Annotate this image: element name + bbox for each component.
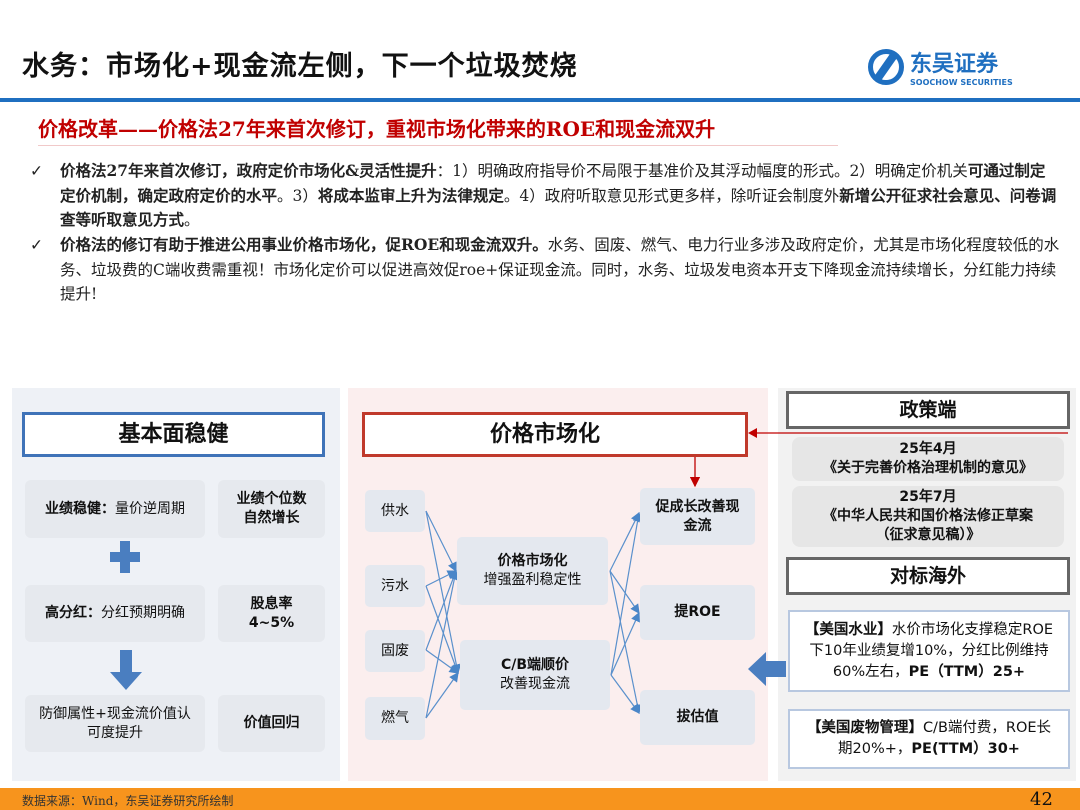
label-bold: 【美国水业】 bbox=[804, 621, 892, 638]
logo-en: SOOCHOW SECURITIES bbox=[910, 78, 1013, 87]
plus-icon bbox=[110, 541, 140, 573]
source-solid-waste: 固废 bbox=[365, 630, 425, 672]
label-bold: C/B端顺价 bbox=[500, 657, 570, 673]
policy-doc: 《中华人民共和国价格法修正草案（征求意见稿）》 bbox=[823, 508, 1033, 543]
left-row-1a: 业绩稳健：量价逆周期 bbox=[25, 480, 205, 538]
logo-cn: 东吴证券 bbox=[910, 52, 999, 77]
left-row-1b: 业绩个位数自然增长 bbox=[218, 480, 325, 538]
down-arrow-icon bbox=[110, 650, 142, 690]
policy-date: 25年7月 bbox=[899, 489, 957, 505]
bullet-text: 。4）政府听取意见形式更多样，除听证会制度外 bbox=[503, 186, 840, 205]
bullet-text: ：1）明确政府指导价不局限于基准价及其浮动幅度的形式。2）明确定价机关 bbox=[436, 162, 968, 180]
label: 水价市场化支撑稳定ROE下10年业绩复增10%，分红比例维持60%左右， bbox=[809, 621, 1054, 680]
bullet-2: ✓ 价格法的修订有助于推进公用事业价格市场化，促ROE和现金流双升。水务、固废、… bbox=[30, 233, 1060, 307]
label: 分红预期明确 bbox=[101, 605, 185, 621]
footer-bar bbox=[0, 788, 1080, 810]
bullet-bold: 可通过制定定价机制，确定政府定价的水平 bbox=[60, 161, 1046, 205]
bullet-bold: 新增公开征求社会意见、问卷调查等听取意见方式 bbox=[60, 185, 1057, 230]
label-bold: 业绩稳健： bbox=[45, 500, 115, 517]
left-row-3a: 防御属性+现金流价值认可度提升 bbox=[25, 695, 205, 752]
label: C/B端付费，ROE长期20%+， bbox=[838, 720, 1052, 757]
label-bold: 价格市场化 bbox=[497, 553, 568, 569]
out-growth: 促成长改善现金流 bbox=[640, 488, 755, 545]
mid-market-pricing: 价格市场化增强盈利稳定性 bbox=[457, 537, 608, 605]
benchmark-title: 对标海外 bbox=[786, 557, 1070, 595]
logo-mark-icon bbox=[868, 48, 904, 85]
left-row-2b: 股息率4~5% bbox=[218, 585, 325, 642]
page-title: 水务：市场化+现金流左侧，下一个垃圾焚烧 bbox=[22, 51, 578, 82]
bullet-text: 水务、固废、燃气、电力行业多涉及政府定价，尤其是市场化程度较低的水务、垃圾费的C… bbox=[60, 236, 1060, 303]
bullet-text: 。3） bbox=[277, 186, 318, 205]
fundamentals-title: 基本面稳健 bbox=[22, 412, 325, 457]
check-icon: ✓ bbox=[30, 236, 43, 254]
left-row-3b: 价值回归 bbox=[218, 695, 325, 752]
red-left-arrow bbox=[748, 428, 1068, 438]
check-icon: ✓ bbox=[30, 162, 43, 180]
policy-item-2: 25年7月《中华人民共和国价格法修正草案（征求意见稿）》 bbox=[792, 486, 1064, 547]
benchmark-us-waste: 【美国废物管理】C/B端付费，ROE长期20%+，PE(TTM）30+ bbox=[788, 709, 1070, 769]
source-water-supply: 供水 bbox=[365, 490, 425, 532]
label: 增强盈利稳定性 bbox=[483, 572, 582, 588]
policy-doc: 《关于完善价格治理机制的意见》 bbox=[823, 460, 1033, 476]
big-left-arrow-icon bbox=[748, 652, 786, 686]
page-number: 42 bbox=[1030, 789, 1053, 810]
data-source: 数据来源：Wind，东吴证券研究所绘制 bbox=[22, 794, 234, 808]
subtitle: 价格改革——价格法27年来首次修订，重视市场化带来的ROE和现金流双升 bbox=[38, 113, 838, 146]
out-roe: 提ROE bbox=[640, 585, 755, 640]
out-valuation: 拔估值 bbox=[640, 690, 755, 745]
label: 量价逆周期 bbox=[115, 500, 185, 517]
bullet-1: ✓ 价格法27年来首次修订，政府定价市场化&灵活性提升：1）明确政府指导价不局限… bbox=[30, 159, 1060, 233]
title-divider bbox=[0, 98, 1080, 102]
policy-date: 25年4月 bbox=[899, 441, 957, 457]
bullet-bold: 价格法的修订有助于推进公用事业价格市场化，促ROE和现金流双升。 bbox=[60, 235, 548, 254]
policy-title: 政策端 bbox=[786, 391, 1070, 429]
bullet-bold: 将成本监审上升为法律规定 bbox=[317, 185, 504, 205]
benchmark-us-water: 【美国水业】水价市场化支撑稳定ROE下10年业绩复增10%，分红比例维持60%左… bbox=[788, 610, 1070, 692]
mid-cb-pricing: C/B端顺价改善现金流 bbox=[460, 640, 610, 710]
label-bold: 【美国废物管理】 bbox=[806, 720, 923, 736]
source-gas: 燃气 bbox=[365, 697, 425, 740]
market-pricing-title: 价格市场化 bbox=[362, 412, 748, 457]
label: 改善现金流 bbox=[500, 676, 570, 692]
bullet-text: 。 bbox=[184, 211, 200, 229]
flow-connectors bbox=[425, 457, 701, 719]
policy-item-1: 25年4月《关于完善价格治理机制的意见》 bbox=[792, 437, 1064, 481]
label-bold: 高分红： bbox=[45, 605, 101, 621]
source-sewage: 污水 bbox=[365, 565, 425, 607]
left-row-2a: 高分红：分红预期明确 bbox=[25, 585, 205, 642]
bullet-bold: 价格法27年来首次修订，政府定价市场化&灵活性提升 bbox=[60, 161, 437, 180]
label-bold: PE（TTM）25+ bbox=[908, 663, 1026, 680]
label-bold: PE(TTM）30+ bbox=[911, 741, 1020, 757]
